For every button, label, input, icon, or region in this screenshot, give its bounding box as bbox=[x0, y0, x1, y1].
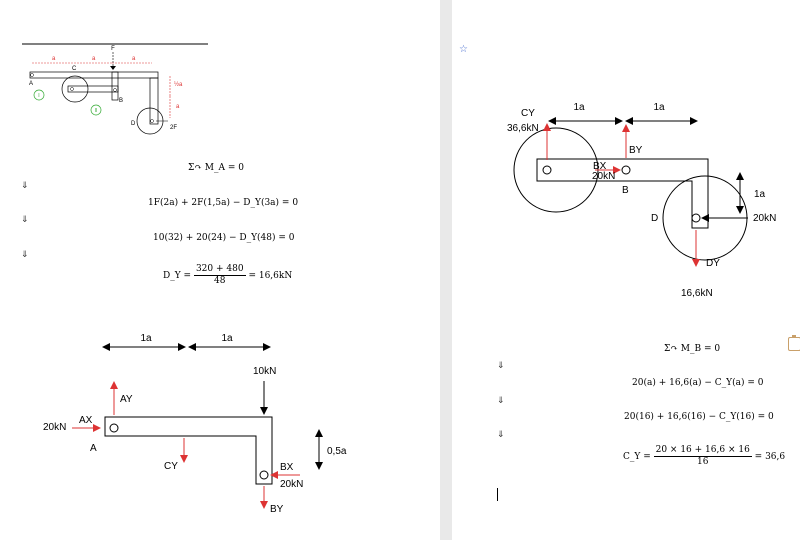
label-2f: 2F bbox=[170, 125, 177, 131]
label-cy-right: CY bbox=[521, 108, 535, 119]
label-20kn-b: 20kN bbox=[280, 479, 303, 490]
label-d-right: D bbox=[651, 213, 658, 224]
document-page-right: ☆ CY 36,6kN 1a 1a BY BX 20kN B D 1a 20kN… bbox=[452, 0, 800, 540]
label-b-right: B bbox=[622, 185, 629, 196]
implies-arrow-1: ⇓ bbox=[21, 180, 29, 190]
label-dy-right: DY bbox=[706, 258, 720, 269]
label-36-6kn: 36,6kN bbox=[507, 123, 539, 134]
beam-sketch: F a a a C A B D 2F ½a a I II bbox=[22, 43, 208, 135]
label-f: F bbox=[111, 46, 115, 52]
label-by-right: BY bbox=[629, 145, 643, 156]
label-ax: AX bbox=[79, 415, 93, 426]
dim-1a-r3: 1a bbox=[754, 189, 766, 200]
equation-1: 1F(2a) + 2F(1,5a) − D_Y(3a) = 0 bbox=[148, 198, 299, 208]
implies-arrow-3: ⇓ bbox=[21, 249, 29, 259]
cy-lhs: C_Y = bbox=[623, 452, 651, 462]
paste-icon[interactable] bbox=[788, 335, 800, 351]
label-20kn-bx: 20kN bbox=[592, 171, 615, 182]
label-d: D bbox=[131, 121, 136, 127]
free-body-diagram-right: CY 36,6kN 1a 1a BY BX 20kN B D 1a 20kN D… bbox=[507, 102, 776, 299]
label-10kn: 10kN bbox=[253, 366, 276, 377]
cy-denominator: 16 bbox=[696, 457, 709, 467]
label-ay: AY bbox=[120, 394, 133, 405]
dy-rhs: = 16,6kN bbox=[248, 271, 293, 281]
dim-1a-r1: 1a bbox=[573, 102, 585, 113]
dim-1a-first: 1a bbox=[140, 333, 152, 344]
roman-2: II bbox=[95, 108, 98, 114]
equation-2: 10(32) + 20(24) − D_Y(48) = 0 bbox=[153, 233, 295, 243]
implies-arrow-r1: ⇓ bbox=[497, 360, 505, 370]
implies-arrow-2: ⇓ bbox=[21, 214, 29, 224]
text-cursor[interactable] bbox=[497, 488, 498, 501]
label-a-point: A bbox=[90, 443, 97, 454]
dim-1a-second: 1a bbox=[221, 333, 233, 344]
implies-arrow-r3: ⇓ bbox=[497, 429, 505, 439]
equation-moment-a: Σ↷ M_A = 0 bbox=[188, 163, 244, 173]
dim-half-a: ½a bbox=[174, 81, 183, 88]
dim-0-5a: 0,5a bbox=[327, 446, 347, 457]
label-20kn-left: 20kN bbox=[43, 422, 66, 433]
roman-1: I bbox=[38, 93, 39, 99]
dy-fraction: 320 + 480 48 bbox=[193, 264, 246, 287]
label-bx-left: BX bbox=[280, 462, 294, 473]
implies-arrow-r2: ⇓ bbox=[497, 395, 505, 405]
equation-dy: D_Y = 320 + 480 48 = 16,6kN bbox=[163, 264, 292, 287]
label-a: A bbox=[29, 81, 33, 87]
free-body-diagram-left: 1a 1a AY AX 20kN A 10kN CY 0,5a BX 20kN … bbox=[43, 333, 347, 515]
dim-a-3: a bbox=[132, 56, 136, 62]
star-icon[interactable]: ☆ bbox=[459, 44, 468, 55]
label-16-6kn: 16,6kN bbox=[681, 288, 713, 299]
dim-1a-r2: 1a bbox=[653, 102, 665, 113]
dy-denominator: 48 bbox=[214, 276, 226, 286]
cy-numerator: 20 × 16 + 16,6 × 16 bbox=[653, 445, 752, 457]
label-bx-right: BX bbox=[593, 161, 607, 172]
cy-rhs: = 36,6 bbox=[754, 452, 786, 462]
cy-fraction: 20 × 16 + 16,6 × 16 16 bbox=[653, 445, 752, 468]
dim-a-2: a bbox=[92, 56, 96, 62]
label-by-left: BY bbox=[270, 504, 284, 515]
dy-numerator: 320 + 480 bbox=[193, 264, 246, 276]
equation-moment-b: Σ↷ M_B = 0 bbox=[664, 344, 721, 354]
dim-a-vert: a bbox=[176, 104, 180, 110]
page-divider bbox=[440, 0, 452, 540]
document-page-left: F a a a C A B D 2F ½a a I II Σ↷ M bbox=[0, 0, 440, 540]
equation-r2: 20(16) + 16,6(16) − C_Y(16) = 0 bbox=[624, 412, 774, 422]
label-c: C bbox=[72, 66, 77, 72]
label-cy-left: CY bbox=[164, 461, 178, 472]
equation-r1: 20(a) + 16,6(a) − C_Y(a) = 0 bbox=[632, 378, 764, 388]
label-20kn-d: 20kN bbox=[753, 213, 776, 224]
dy-lhs: D_Y = bbox=[163, 271, 192, 281]
equation-cy: C_Y = 20 × 16 + 16,6 × 16 16 = 36,6 bbox=[623, 445, 785, 468]
dim-a-1: a bbox=[52, 56, 56, 62]
label-b: B bbox=[119, 98, 123, 104]
